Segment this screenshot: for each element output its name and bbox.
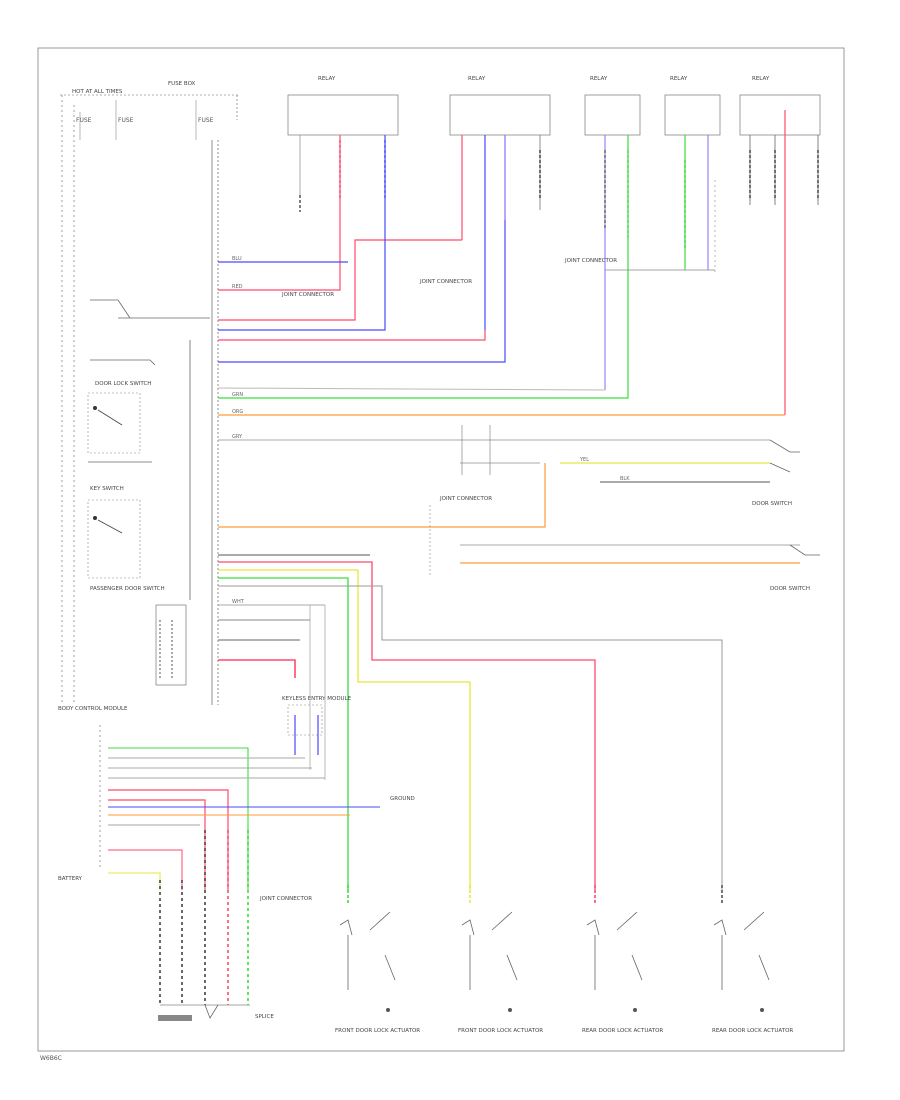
wire-label-gray: GRY <box>232 434 243 440</box>
relay-group-3: RELAY <box>584 76 641 395</box>
fuse-label-2: FUSE <box>118 117 134 124</box>
actuators: FRONT DOOR LOCK ACTUATOR FRONT DOOR LOCK… <box>335 885 793 1034</box>
relay-group-4: RELAY <box>664 76 721 270</box>
diagram-frame <box>37 47 845 1052</box>
right-switch-1-title: DOOR SWITCH <box>752 501 792 507</box>
junction-label-5: JOINT CONNECTOR <box>439 496 492 502</box>
fuse-top-left-title: HOT AT ALL TIMES <box>72 89 123 95</box>
splice-label: SPLICE <box>255 1014 274 1020</box>
relay-1-title: RELAY <box>318 76 336 82</box>
relay-2-title: RELAY <box>468 76 486 82</box>
left-switches: DOOR LOCK SWITCH KEY SWITCH PASSENGER DO… <box>87 299 210 600</box>
actuator-1: FRONT DOOR LOCK ACTUATOR <box>335 885 420 1034</box>
wire-color-labels: BLU RED GRN ORG YEL GRY BLK WHT <box>232 256 630 605</box>
actuator-3-title: REAR DOOR LOCK ACTUATOR <box>582 1028 663 1034</box>
actuator-4: REAR DOOR LOCK ACTUATOR <box>712 885 793 1034</box>
bottom-block-title: BATTERY <box>58 876 83 882</box>
actuator-4-title: REAR DOOR LOCK ACTUATOR <box>712 1028 793 1034</box>
wire-label-orange: ORG <box>232 409 243 415</box>
fuse-block-title: FUSE BOX <box>168 81 196 87</box>
relay-3-title: RELAY <box>590 76 608 82</box>
junction-labels: JOINT CONNECTOR JOINT CONNECTOR JOINT CO… <box>281 258 617 575</box>
bus-wires <box>217 195 800 564</box>
junction-label-2: JOINT CONNECTOR <box>281 292 334 298</box>
wire-label-black: BLK <box>620 476 630 482</box>
left-module: BODY CONTROL MODULE GROUND BATTERY JOINT… <box>58 706 415 1021</box>
passenger-switch-title: PASSENGER DOOR SWITCH <box>90 586 165 592</box>
junction-label-3: JOINT CONNECTOR <box>419 279 472 285</box>
left-module-title: BODY CONTROL MODULE <box>58 706 128 712</box>
fuse-label-1: FUSE <box>76 117 92 124</box>
wire-label-white: WHT <box>232 599 245 605</box>
fuse-label-3: FUSE <box>198 117 214 124</box>
lower-bus: KEYLESS ENTRY MODULE <box>155 554 723 890</box>
wire-label-yellow: YEL <box>579 457 589 463</box>
relay-4-title: RELAY <box>670 76 688 82</box>
wire-label-blue: BLU <box>232 256 242 262</box>
control-module-title: KEYLESS ENTRY MODULE <box>282 696 352 702</box>
relay-group-5: RELAY <box>739 76 821 415</box>
right-switches: DOOR SWITCH DOOR SWITCH <box>714 180 820 592</box>
ground-label: GROUND <box>390 796 415 802</box>
actuator-2-title: FRONT DOOR LOCK ACTUATOR <box>458 1028 543 1034</box>
right-switch-2-title: DOOR SWITCH <box>770 586 810 592</box>
relay-5-title: RELAY <box>752 76 770 82</box>
junction-label-4: JOINT CONNECTOR <box>564 258 617 264</box>
relay-group-1: RELAY <box>287 76 399 270</box>
key-switch-title: KEY SWITCH <box>90 486 124 492</box>
relay-group-2: RELAY <box>449 76 551 330</box>
junction-label-left: JOINT CONNECTOR <box>259 896 312 902</box>
actuator-3: REAR DOOR LOCK ACTUATOR <box>582 885 663 1034</box>
wire-label-green: GRN <box>232 392 243 398</box>
actuator-1-title: FRONT DOOR LOCK ACTUATOR <box>335 1028 420 1034</box>
actuator-2: FRONT DOOR LOCK ACTUATOR <box>458 885 543 1034</box>
footer-code: W6B6C <box>40 1055 62 1062</box>
fuse-area: FUSE FUSE FUSE HOT AT ALL TIMES FUSE BOX <box>60 81 240 705</box>
ground-bar <box>158 1015 192 1021</box>
wire-label-red: RED <box>232 284 243 290</box>
door-lock-switch-title: DOOR LOCK SWITCH <box>95 381 151 387</box>
